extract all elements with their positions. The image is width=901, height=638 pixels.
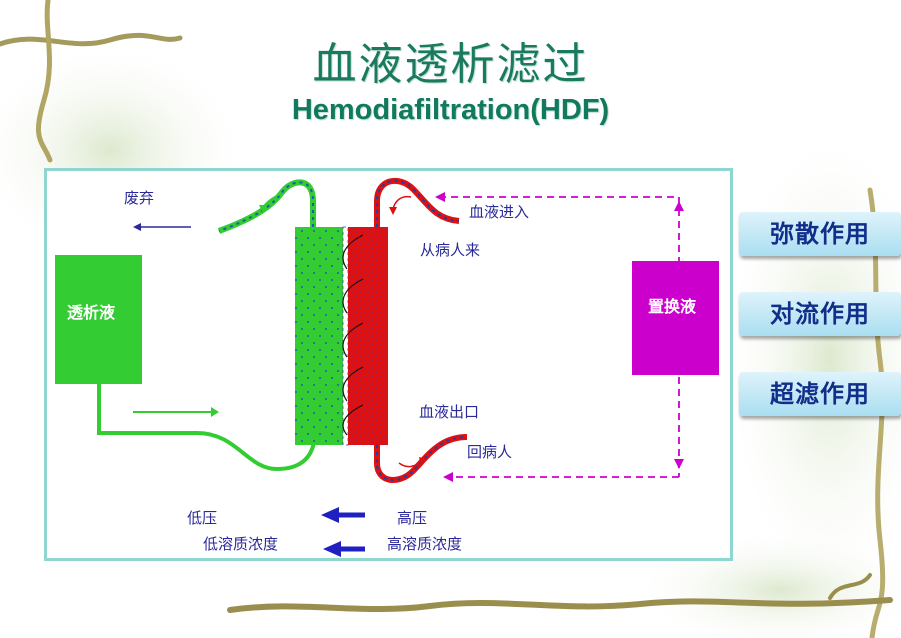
- dialyzer-membrane: [342, 226, 349, 446]
- solute-arrowhead: [323, 541, 341, 557]
- waste-arrowhead: [133, 223, 141, 231]
- waste-flow-curve-arrowhead: [259, 205, 267, 213]
- ultrafiltration-button[interactable]: 超滤作用: [739, 372, 901, 416]
- low-solute-label: 低溶质浓度: [203, 535, 279, 553]
- blood-out-tube-stripe: [376, 436, 468, 481]
- replacement-arrow-bottom: [443, 472, 453, 482]
- blood-out-flow-curve-arrow: [398, 460, 422, 468]
- dialyzer-blood-side-dots: [348, 227, 388, 445]
- blood-in-tube: [374, 178, 460, 227]
- diffusion-button[interactable]: 弥散作用: [739, 212, 901, 256]
- dialysate-flow-arrowhead: [211, 407, 219, 417]
- replacement-arrow-up: [674, 201, 684, 211]
- from-patient-label: 从病人来: [420, 241, 481, 259]
- replacement-arrow-down: [674, 459, 684, 469]
- return-patient-label: 回病人: [467, 443, 513, 461]
- waste-tube-stripe: [218, 181, 314, 232]
- dialysate-box: [55, 255, 142, 384]
- blood-out-flow-curve-arrowhead: [419, 457, 427, 465]
- dialysate-supply-tube: [97, 384, 317, 472]
- hdf-diagram-svg: [55, 178, 719, 557]
- hdf-diagram-panel: 废弃 透析液 置换液 血液进入 从病人来 血液出口 回病人 低压 低溶质浓度 高…: [44, 168, 733, 561]
- high-solute-label: 高溶质浓度: [387, 535, 463, 553]
- waste-label: 废弃: [124, 189, 155, 207]
- blood-out-label: 血液出口: [419, 403, 480, 421]
- convection-button[interactable]: 对流作用: [739, 292, 901, 336]
- page-title-english: Hemodiafiltration(HDF): [291, 94, 610, 126]
- blood-in-tube-stripe: [376, 180, 460, 227]
- dialysate-label: 透析液: [67, 303, 116, 322]
- high-pressure-label: 高压: [397, 509, 428, 527]
- dialyzer-dialysate-side-dots: [295, 227, 343, 445]
- replacement-fluid-label: 置换液: [648, 297, 697, 316]
- replacement-arrow-top: [435, 192, 445, 202]
- pressure-arrowhead: [321, 507, 339, 523]
- blood-in-flow-curve-arrowhead: [389, 207, 397, 215]
- diffusion-arcs: [342, 234, 364, 436]
- low-pressure-label: 低压: [187, 509, 218, 527]
- blood-in-label: 血液进入: [469, 203, 530, 221]
- replacement-fluid-box: [632, 261, 719, 375]
- page-title-chinese: 血液透析滤过: [312, 39, 589, 90]
- replacement-fluid-loop: [439, 196, 680, 478]
